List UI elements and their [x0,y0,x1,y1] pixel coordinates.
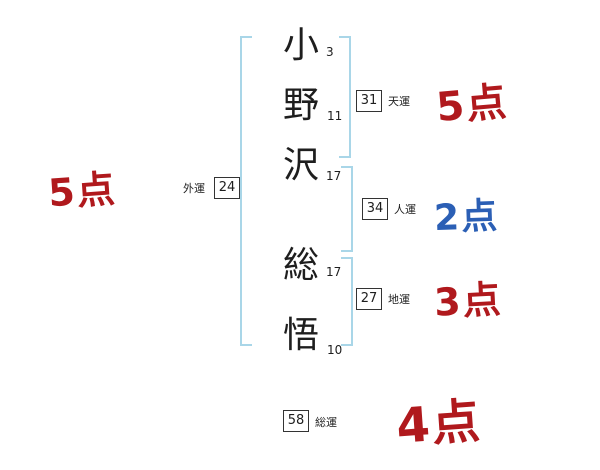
person-luck-bracket [341,166,353,252]
outer-luck-value-box: 24 [214,177,240,199]
outer-luck-score: 5点 [46,166,119,216]
earth-luck-value-box: 27 [356,288,382,310]
person-luck-score: 2点 [433,195,500,240]
total-luck-score: 4点 [394,393,484,455]
name-char-2: 野 [282,85,319,126]
stroke-count-4: 17 [326,265,342,279]
stroke-count-2: 11 [327,109,343,123]
earth-luck-bracket [341,257,353,346]
earth-luck-score: 3点 [433,277,504,325]
stroke-count-3: 17 [326,169,342,183]
stroke-count-5: 10 [327,343,343,357]
heaven-luck-value-box: 31 [356,90,382,112]
person-luck-value-box: 34 [362,198,388,220]
heaven-luck-bracket [339,36,351,158]
heaven-luck-label: 天運 [388,95,410,108]
person-luck-label: 人運 [394,203,416,216]
total-luck-label: 総運 [315,416,337,429]
stroke-count-1: 3 [326,45,334,59]
name-char-5: 悟 [282,315,319,356]
heaven-luck-score: 5点 [434,78,511,132]
name-char-4: 総 [282,245,319,286]
name-char-1: 小 [282,25,319,66]
outer-luck-label: 外運 [183,182,205,195]
name-char-3: 沢 [282,145,319,186]
earth-luck-label: 地運 [388,293,410,306]
outer-luck-bracket [240,36,252,346]
total-luck-value-box: 58 [283,410,309,432]
